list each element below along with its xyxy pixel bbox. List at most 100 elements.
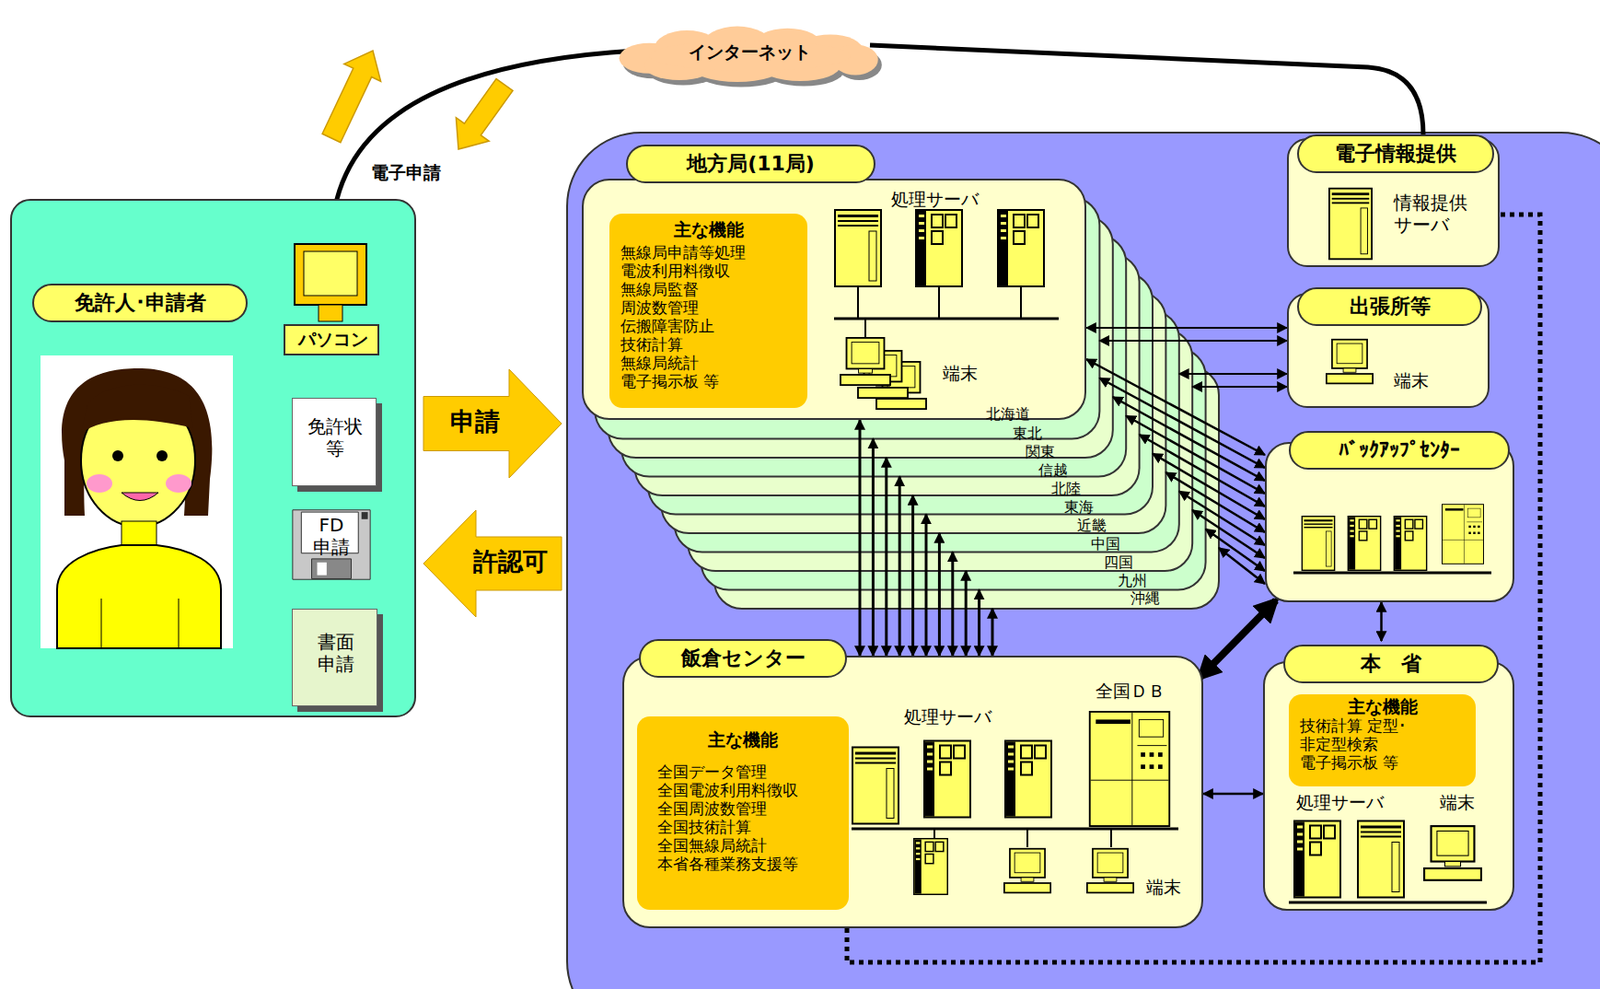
system-box: 電子情報提供情報提供 サーバ <box>1286 138 1500 267</box>
system-box: 出張所等端末 <box>1286 292 1490 408</box>
node-text: 処理サーバ <box>904 706 992 728</box>
backup-servers <box>1293 504 1492 573</box>
node-text: 主な機能 <box>673 219 744 241</box>
connector <box>1380 602 1382 641</box>
text-slot: 処理サーバ <box>1296 791 1384 813</box>
connector-line <box>898 476 902 657</box>
shape-node: FD 申請 <box>291 509 372 580</box>
applicant-figure <box>40 355 233 649</box>
text-slot: 処理サーバ <box>891 188 979 210</box>
system-box: パソコン <box>283 324 380 356</box>
office-label: 東北 <box>1012 424 1043 442</box>
office-label: 九州 <box>1117 571 1148 590</box>
node-text: 処理サーバ <box>1296 791 1384 813</box>
connector <box>1203 793 1264 795</box>
text-slot: 北陸 <box>1051 479 1081 498</box>
function-box: 主な機能技術計算 定型･非定型検索 電子掲示板 等 <box>1288 694 1476 787</box>
office-label: 四国 <box>1103 553 1134 571</box>
text-slot: 端末 <box>1393 370 1429 392</box>
text-slot: 技術計算 定型･非定型検索 電子掲示板 等 <box>1299 716 1446 772</box>
shape-node: インターネット <box>624 30 876 82</box>
connector-line <box>871 439 875 657</box>
office-label: 東海 <box>1064 498 1094 516</box>
connector-line <box>884 457 888 656</box>
text-slot: 無線局申請等処理 電波利用料徴収 無線局監督 周波数管理 伝搬障害防止 技術計算… <box>620 243 766 391</box>
node-text: 技術計算 定型･非定型検索 電子掲示板 等 <box>1299 716 1446 772</box>
text-slot: パソコン <box>285 328 382 350</box>
heading-pill: 本 省 <box>1283 644 1499 684</box>
connector-line <box>991 608 995 656</box>
text-slot: 北海道 <box>985 405 1031 423</box>
connector <box>1086 327 1287 387</box>
branch-terminal <box>1326 339 1373 384</box>
connector-line <box>869 45 1424 135</box>
floppy-notch <box>361 511 369 520</box>
text-slot: 東北 <box>1012 424 1043 442</box>
text-slot: 本 省 <box>1281 644 1501 684</box>
text-slot: ﾊﾞｯｸｱｯﾌﾟｾﾝﾀｰ <box>1286 430 1512 470</box>
connector-line <box>1086 359 1265 455</box>
text-slot: 端末 <box>942 362 978 384</box>
connector <box>869 45 1424 135</box>
text-slot: 東海 <box>1064 498 1094 516</box>
connector-line <box>950 552 954 657</box>
system-region <box>567 132 1600 989</box>
text-slot: 九州 <box>1117 571 1148 590</box>
text-slot: 主な機能 <box>609 219 808 241</box>
node-text: 主な機能 <box>707 729 778 751</box>
edge-label: 電子申請 <box>368 162 444 184</box>
connector-line <box>1192 385 1287 388</box>
connector-line <box>1165 472 1265 533</box>
connector-line <box>1179 372 1287 375</box>
text-slot: 主な機能 <box>1288 695 1476 718</box>
text-slot: 許認可 <box>460 546 560 577</box>
office-label: 関東 <box>1025 442 1056 461</box>
connector-line <box>925 514 928 657</box>
node-text: パソコン <box>298 328 369 350</box>
text-slot: 免許状 等 <box>292 415 378 460</box>
connector <box>1086 359 1265 584</box>
text-slot: 地方局(11局) <box>624 144 878 184</box>
text-slot: 端末 <box>1146 876 1182 898</box>
text-slot: 四国 <box>1103 553 1134 571</box>
office-label: 中国 <box>1090 534 1121 553</box>
text-slot: 主な機能 <box>637 729 849 751</box>
connector-line <box>1099 339 1287 342</box>
office-label: 北海道 <box>985 405 1031 423</box>
shape-node: 申請 <box>423 369 562 478</box>
text-slot: 端末 <box>1439 791 1475 813</box>
system-box: 書面 申請 <box>291 608 378 707</box>
connector-line <box>1379 602 1383 641</box>
heading-pill: ﾊﾞｯｸｱｯﾌﾟｾﾝﾀｰ <box>1288 430 1510 470</box>
cloud-puff <box>649 40 850 71</box>
shape-node: 許認可 <box>423 510 562 617</box>
connector <box>859 419 993 656</box>
node-text: 全国ＤＢ <box>1095 680 1166 702</box>
node-text: 端末 <box>1439 791 1475 813</box>
office-label: 北陸 <box>1051 479 1081 498</box>
text-slot: 出張所等 <box>1295 287 1485 326</box>
text-slot: 処理サーバ <box>904 706 992 728</box>
connector-line <box>858 419 862 656</box>
block-arrowhead <box>322 50 382 143</box>
regional-servers <box>834 209 1059 409</box>
heading-pill: 電子情報提供 <box>1297 134 1495 174</box>
node-text: 端末 <box>1146 876 1182 898</box>
text-slot: インターネット <box>624 41 876 63</box>
connector-line <box>1086 326 1287 329</box>
connector-line <box>1199 600 1276 678</box>
text-slot: 書面 申請 <box>292 630 379 675</box>
node-text: 端末 <box>1393 370 1429 392</box>
connector-line <box>1179 491 1265 546</box>
connector-line <box>1203 792 1264 796</box>
text-slot: 沖縄 <box>1130 589 1160 607</box>
office-label: 信越 <box>1038 461 1068 479</box>
floppy-hole <box>317 562 327 576</box>
text-slot: 近畿 <box>1077 516 1107 534</box>
floppy-shutter <box>312 558 352 580</box>
node-text: 情報提供 サーバ <box>1393 191 1468 236</box>
node-text: 申請 <box>450 406 500 437</box>
text-slot: 中国 <box>1090 534 1121 553</box>
heading-pill: 出張所等 <box>1297 287 1483 326</box>
info-server <box>1329 188 1372 260</box>
